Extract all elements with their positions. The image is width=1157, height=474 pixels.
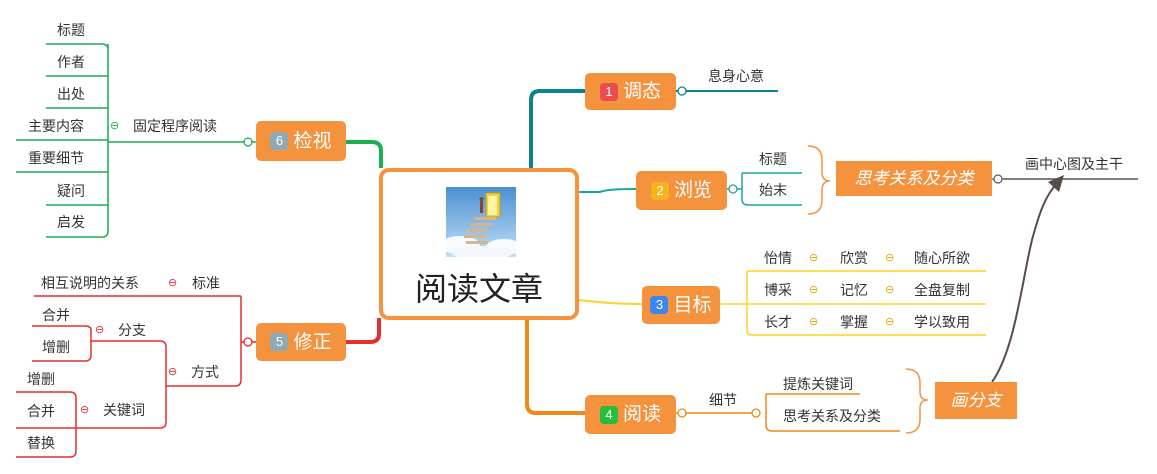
badge-2: 2 [650, 181, 669, 200]
topic-5[interactable]: 5 修正 [256, 323, 346, 361]
topic-3-label: 目标 [673, 294, 712, 316]
t3-row3-a[interactable]: 长才 [764, 314, 792, 330]
t3-row2-b[interactable]: 记忆 [840, 282, 868, 298]
t5-fenzhi-leaf-1[interactable]: 合并 [42, 307, 70, 323]
minus-icon[interactable]: ⊖ [885, 284, 895, 296]
t3-row1-a[interactable]: 怡情 [764, 250, 792, 266]
topic-4[interactable]: 4 阅读 [585, 395, 676, 434]
topic-2-label: 浏览 [673, 180, 712, 201]
t1-sub[interactable]: 息身心意 [708, 68, 764, 84]
minus-icon[interactable]: ⊖ [885, 252, 895, 264]
t6-leaf-5[interactable]: 重要细节 [28, 150, 84, 166]
minus-icon[interactable]: ⊖ [110, 120, 120, 132]
collapse-dot-t1[interactable] [677, 86, 687, 96]
collapse-dot-t5[interactable] [243, 337, 253, 347]
t6-leaf-1[interactable]: 标题 [57, 22, 85, 38]
badge-3: 3 [650, 296, 669, 314]
brace-t2 [807, 145, 831, 215]
minus-icon[interactable]: ⊖ [168, 366, 178, 378]
link-central-t5 [346, 318, 381, 344]
collapse-dot-t4-sub[interactable] [751, 408, 761, 418]
t6-sub[interactable]: 固定程序阅读 [133, 118, 217, 134]
minus-icon[interactable]: ⊖ [80, 404, 90, 416]
link-central-t3 [578, 299, 643, 305]
t5-fenzhi-leaf-2[interactable]: 增删 [42, 339, 70, 355]
t3-row2-a[interactable]: 博采 [764, 282, 792, 298]
relation-arrow [991, 181, 1059, 383]
t4-note[interactable]: 画分支 [935, 382, 1017, 419]
link-t5-fenzhi [32, 325, 92, 362]
link-t4-sub [676, 393, 900, 432]
t5-gjc-leaf-2[interactable]: 合并 [27, 403, 55, 419]
t3-row3-c[interactable]: 学以致用 [914, 314, 970, 330]
topic-4-label: 阅读 [622, 404, 661, 425]
badge-6: 6 [270, 132, 289, 150]
collapse-dot-t2[interactable] [728, 184, 738, 194]
minus-icon[interactable]: ⊖ [168, 277, 178, 289]
stairs-door-image [446, 187, 516, 257]
link-t5-fangshi [76, 340, 167, 429]
t3-row3-b[interactable]: 掌握 [840, 314, 868, 330]
topic-3[interactable]: 3 目标 [642, 286, 720, 324]
topic-2[interactable]: 2 浏览 [636, 171, 727, 210]
topic-1[interactable]: 1 调态 [585, 73, 676, 110]
t4-leaf-1[interactable]: 提炼关键词 [783, 376, 853, 392]
badge-5: 5 [270, 333, 289, 351]
t2-sub-1[interactable]: 标题 [759, 151, 787, 167]
t5-gjc-leaf-3[interactable]: 替换 [27, 435, 55, 451]
t4-sub[interactable]: 细节 [709, 392, 737, 408]
minus-icon[interactable]: ⊖ [809, 284, 819, 296]
collapse-dot-t4[interactable] [677, 408, 687, 418]
topic-6-label: 检视 [293, 130, 332, 152]
t4-leaf-2[interactable]: 思考关系及分类 [783, 408, 881, 424]
link-central-t6 [346, 140, 383, 168]
t5-fenzhi[interactable]: 分支 [118, 322, 146, 338]
t2-note[interactable]: 思考关系及分类 [836, 161, 992, 196]
topic-1-label: 调态 [622, 81, 661, 102]
t6-leaf-7[interactable]: 启发 [57, 214, 85, 230]
t3-row1-c[interactable]: 随心所欲 [914, 250, 970, 266]
t6-leaf-4[interactable]: 主要内容 [28, 118, 84, 134]
t6-leaf-2[interactable]: 作者 [57, 54, 85, 70]
minus-icon[interactable]: ⊖ [809, 316, 819, 328]
collapse-dot-t6[interactable] [243, 137, 253, 147]
t5-fangshi[interactable]: 方式 [191, 364, 219, 380]
link-t6-leaves [16, 43, 109, 238]
t3-row2-c[interactable]: 全盘复制 [914, 282, 970, 298]
t2-sub-2[interactable]: 始末 [759, 182, 787, 198]
t5-gjc-leaf-1[interactable]: 增删 [27, 371, 55, 387]
t5-biaozhun-leaf[interactable]: 相互说明的关系 [41, 275, 139, 291]
floating-dot [993, 174, 1003, 184]
link-t5-guanjianci [16, 391, 77, 458]
minus-icon[interactable]: ⊖ [809, 252, 819, 264]
minus-icon[interactable]: ⊖ [885, 316, 895, 328]
t3-row1-b[interactable]: 欣赏 [840, 250, 868, 266]
topic-5-label: 修正 [293, 331, 332, 353]
t5-biaozhun[interactable]: 标准 [192, 275, 220, 291]
central-title: 阅读文章 [414, 271, 543, 307]
t6-leaf-6[interactable]: 疑问 [57, 183, 85, 199]
link-t3-rows [720, 270, 986, 336]
link-central-t1 [529, 89, 585, 168]
topic-6[interactable]: 6 检视 [256, 121, 346, 161]
badge-4: 4 [599, 405, 618, 424]
brace-t4 [905, 368, 929, 434]
link-central-t4 [525, 320, 585, 415]
central-topic[interactable]: 阅读文章 [379, 168, 579, 320]
link-central-t2 [579, 188, 637, 193]
t6-leaf-3[interactable]: 出处 [57, 86, 85, 102]
t5-guanjianci[interactable]: 关键词 [103, 402, 145, 418]
floating-label[interactable]: 画中心图及主干 [1025, 156, 1123, 172]
minus-icon[interactable]: ⊖ [95, 324, 105, 336]
badge-1: 1 [599, 82, 618, 101]
relation-arrowhead [1048, 175, 1064, 192]
